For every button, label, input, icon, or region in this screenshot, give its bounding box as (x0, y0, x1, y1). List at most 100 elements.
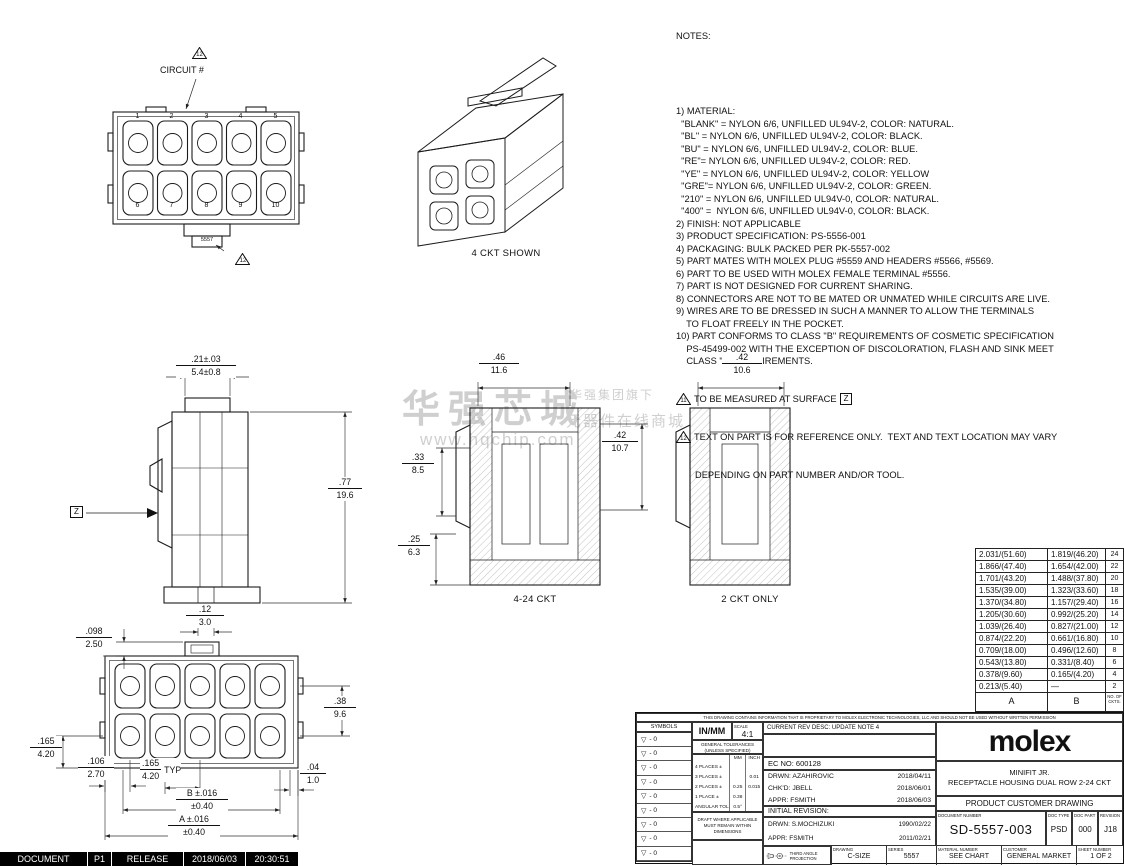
dim-tab: .098 2.50 (76, 626, 112, 650)
title-bottom-cell: SHEET NUMBER 1 OF 2 (1076, 846, 1124, 865)
doc-part-cell: DOC PART 000 (1072, 811, 1098, 846)
watermark-tagline-1: 华强集团旗下 (570, 388, 655, 402)
initial-revision-signatures: DRWN: S.MOCHIZUKI 1990/02/22 APPR: FSMIT… (763, 817, 936, 846)
dim-in: .38 (324, 696, 356, 709)
dim-mm: 2.50 (85, 639, 103, 650)
dim-pitch-typ: .165 4.20 TYP (140, 758, 182, 782)
doc-part-label: DOC PART (1074, 813, 1096, 818)
dim-in: B ±.016 (176, 788, 228, 801)
size-b-value: 0.331/(8.40) (1048, 657, 1106, 669)
size-b-value: 0.992/(25.20) (1048, 609, 1106, 621)
document-class: PRODUCT CUSTOMER DRAWING (936, 796, 1123, 811)
datum-z-flag: Z (70, 506, 83, 518)
tolerance-label: 3 PLACES ± (695, 775, 722, 780)
notes-block: NOTES: 1) MATERIAL: "BLANK" = NYLON 6/6,… (676, 5, 1124, 506)
signature-row: CHK'D: JBELL 2018/06/01 (764, 783, 935, 795)
dim-mm: ±0.40 (183, 827, 205, 838)
circuit-number: 2 (169, 113, 174, 120)
size-b-value: 0.165/(4.20) (1048, 669, 1106, 681)
circuit-number-label: CIRCUIT # (160, 65, 204, 75)
size-table-body: 2.031/(51.60) 1.819/(46.20) 24 1.866/(47… (976, 549, 1123, 693)
size-table-row: 0.874/(22.20) 0.661/(16.80) 10 (976, 633, 1123, 645)
size-table-row: 0.378/(9.60) 0.165/(4.20) 4 (976, 669, 1123, 681)
symbol-zone: - 0 (649, 778, 657, 786)
note-line: 7) PART IS NOT DESIGNED FOR CURRENT SHAR… (676, 281, 913, 291)
size-table-row: 1.039/(26.40) 0.827/(21.00) 12 (976, 621, 1123, 633)
note-line: "YE" = NYLON 6/6, UNFILLED UL94V-2, COLO… (676, 168, 930, 179)
signature-name: APPR: FSMITH (768, 835, 814, 842)
release-label: RELEASE DATE (112, 852, 184, 866)
tolerance-label: ANGULAR TOL ± (695, 805, 729, 810)
dim-mm: 10.7 (611, 443, 629, 454)
delta-12-callout-bottom: 12 (235, 253, 251, 265)
scale-value: 4:1 (741, 729, 754, 739)
circuit-count: 6 (1106, 657, 1123, 669)
dim-mm: 1.0 (306, 775, 320, 786)
signature-name: CHK'D: JBELL (768, 785, 813, 792)
revision-signatures: DRWN: AZAHIROVIC 2018/04/11 CHK'D: JBELL… (763, 770, 936, 806)
dim-small: .04 1.0 (300, 762, 326, 786)
tolerance-inch (745, 763, 762, 773)
note-line: 6) PART TO BE USED WITH MOLEX FEMALE TER… (676, 268, 951, 279)
circuit-number: 5 (273, 113, 278, 120)
cell-value: SEE CHART (949, 853, 989, 860)
circuit-count: 12 (1106, 621, 1123, 633)
dim-in: .77 (328, 477, 362, 490)
circuit-count: 8 (1106, 645, 1123, 657)
side-view (86, 397, 261, 604)
tolerance-mm: 0.38 (728, 793, 746, 803)
scale-cell: SCALE 4:1 (732, 722, 763, 740)
note-line: "BLANK" = NYLON 6/6, UNFILLED UL94V-2, C… (676, 118, 954, 129)
signature-date: 2018/04/11 (897, 773, 931, 780)
signature-date: 2018/06/01 (896, 785, 931, 792)
signature-date: 2011/02/21 (898, 835, 931, 842)
size-b-value: 0.827/(21.00) (1048, 621, 1106, 633)
size-b-value: 0.661/(16.80) (1048, 633, 1106, 645)
third-angle-projection-icon (766, 852, 787, 859)
size-a-value: 1.370/(34.80) (976, 597, 1048, 609)
cell-value: 5557 (903, 853, 920, 860)
signature-name: DRWN: S.MOCHIZUKI (768, 821, 835, 828)
size-table-row: 1.701/(43.20) 1.488/(37.80) 20 (976, 573, 1123, 585)
symbol-zone: - 0 (649, 807, 657, 815)
size-b-value: — (1048, 681, 1106, 693)
col-ckts-header: NO. OF CKTS. (1107, 694, 1122, 704)
note-line: 10) PART CONFORMS TO CLASS "B" REQUIREME… (676, 331, 1055, 341)
housing-outline-bottom (104, 655, 299, 769)
tolerance-inch: 0.01 (745, 773, 762, 783)
release-time: 20:30:51 (254, 854, 290, 864)
circuit-count: 18 (1106, 585, 1123, 597)
size-table-row: 1.535/(39.00) 1.323/(33.60) 18 (976, 585, 1123, 597)
size-table-row: 1.370/(34.80) 1.157/(29.40) 16 (976, 597, 1123, 609)
dim-in: .33 (402, 452, 434, 465)
symbol-row: ▽ - 0 (637, 832, 691, 847)
title-bottom-cell: DRAWING C-SIZE (831, 846, 886, 865)
size-b-value: 1.654/(42.00) (1048, 561, 1106, 573)
size-a-value: 1.866/(47.40) (976, 561, 1048, 573)
symbol-zone: - 0 (649, 849, 657, 857)
symbol-zone: - 0 (649, 750, 657, 758)
part-marking-text: 5557 (200, 237, 214, 243)
symbol-zone: - 0 (649, 821, 657, 829)
circuit-count: 2 (1106, 681, 1123, 693)
dim-mm: 4.20 (142, 771, 160, 782)
signature-row: DRWN: AZAHIROVIC 2018/04/11 (764, 771, 935, 783)
note-line: PS-45499-002 WITH THE EXCEPTION OF DISCO… (676, 343, 1054, 354)
dim-mm: 8.5 (411, 465, 425, 476)
dim-in: .42 (602, 430, 638, 443)
size-table-row: 1.866/(47.40) 1.654/(42.00) 22 (976, 561, 1123, 573)
revision-triangle-icon: ▽ (641, 835, 647, 843)
revision-triangle-icon: ▽ (641, 750, 647, 758)
dim-in: .21±.03 (176, 354, 236, 367)
size-a-value: 1.039/(26.40) (976, 621, 1048, 633)
symbol-row: ▽ - 0 (637, 804, 691, 819)
dim-section-left-1: .33 8.5 (402, 452, 434, 476)
size-b-value: 1.488/(37.80) (1048, 573, 1106, 585)
dim-section-right: .42 10.7 (602, 430, 638, 454)
note-12-text-line1: TEXT ON PART IS FOR REFERENCE ONLY. TEXT… (694, 431, 1058, 442)
section-view-caption: 4-24 CKT (513, 594, 557, 605)
circuit-number: 9 (238, 202, 243, 209)
datum-z-triangle (147, 508, 158, 518)
title-bottom-cell: MATERIAL NUMBER SEE CHART (936, 846, 1001, 865)
dim-edge: .106 2.70 (78, 756, 114, 780)
